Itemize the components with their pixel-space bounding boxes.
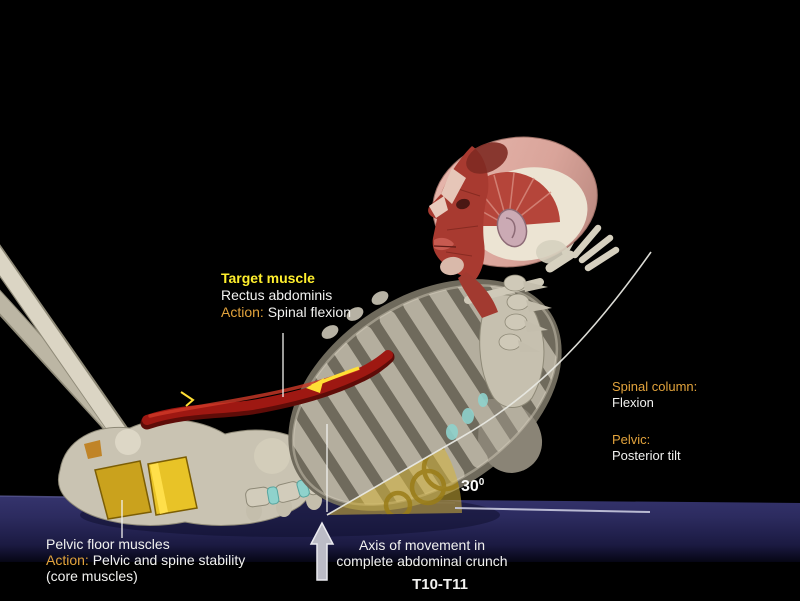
- axis-line2: complete abdominal crunch: [336, 553, 508, 569]
- spinal-column-value: Flexion: [612, 395, 654, 410]
- chin: [440, 256, 464, 276]
- spinal-column-label: Spinal column:: [612, 379, 698, 394]
- leader-lines: [121, 333, 328, 538]
- target-muscle-annotation: Target muscle Rectus abdominis Action: S…: [221, 270, 351, 321]
- pelvic-floor-annotation: Pelvic floor muscles Action: Pelvic and …: [46, 536, 245, 584]
- angle-wedge: [327, 448, 462, 515]
- skull-head: [428, 136, 598, 318]
- iliac-muscle-patch: [84, 440, 102, 459]
- action-value: Spinal flexion: [267, 304, 351, 320]
- up-arrow-icon: [309, 521, 335, 581]
- target-muscle-heading: Target muscle: [221, 270, 315, 286]
- ear: [496, 208, 528, 248]
- axis-line1: Axis of movement in: [358, 537, 486, 553]
- pelvic-floor-action: Action: Pelvic and spine stability: [46, 552, 245, 568]
- small-arrow-icon: [180, 391, 195, 407]
- angle-value: 300: [461, 474, 484, 495]
- pelvic-label: Pelvic:: [612, 432, 651, 447]
- eye-socket: [456, 198, 470, 210]
- axis-annotation: Axis of movement in complete abdominal c…: [322, 537, 522, 569]
- neck-muscles: [458, 272, 498, 318]
- curved-left-arrow-icon: [180, 366, 360, 407]
- target-muscle-action: Action: Spinal flexion: [221, 304, 351, 321]
- pelvic-value: Posterior tilt: [612, 448, 681, 463]
- pelvic-floor-note: (core muscles): [46, 568, 138, 584]
- skeleton: [0, 136, 620, 545]
- cervical-spine: [498, 274, 552, 352]
- action-label: Action:: [221, 304, 264, 320]
- spinal-column-annotation: Spinal column: Flexion: [612, 379, 697, 411]
- movement-arc-line: [326, 251, 652, 516]
- target-muscle-name: Rectus abdominis: [221, 287, 333, 303]
- pelvic-annotation: Pelvic: Posterior tilt: [612, 432, 681, 464]
- femur-bones: [0, 244, 145, 461]
- action-label: Action:: [46, 552, 89, 568]
- angle-number: 30: [461, 478, 479, 495]
- vertebral-level-label: T10-T11: [412, 576, 468, 593]
- angle-superscript: 0: [478, 477, 485, 488]
- pelvic-floor-name: Pelvic floor muscles: [46, 536, 170, 552]
- nose: [429, 196, 448, 218]
- pelvic-floor-muscles: [94, 456, 198, 520]
- frontalis-patch: [466, 142, 508, 174]
- action-value: Pelvic and spine stability: [92, 552, 246, 568]
